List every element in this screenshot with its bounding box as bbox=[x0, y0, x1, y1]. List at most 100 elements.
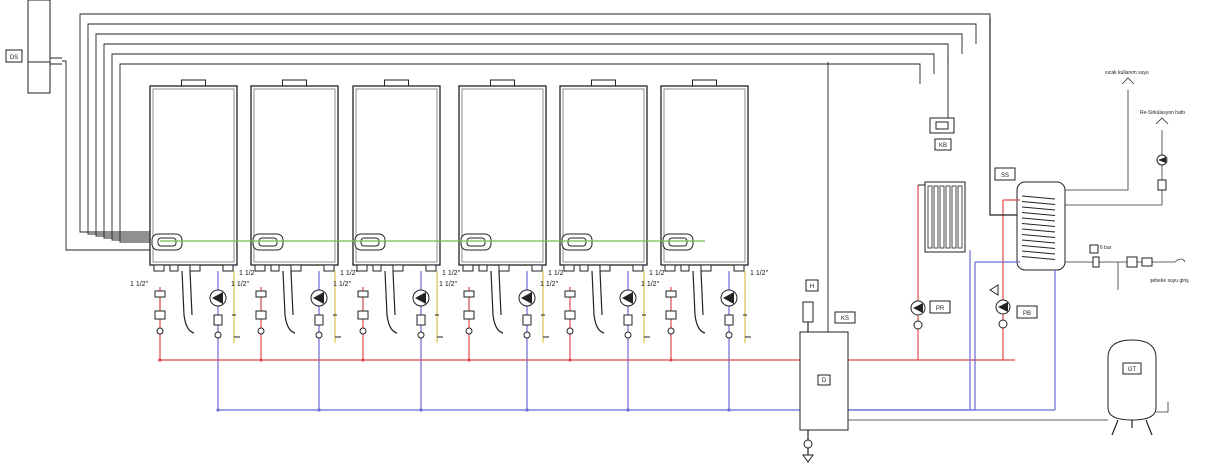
boiler-return-valve bbox=[522, 314, 532, 326]
storage-sensor: SS bbox=[989, 18, 1017, 216]
boiler-pump-symbol bbox=[521, 292, 532, 304]
boiler-return-valve bbox=[416, 314, 426, 326]
boiler-foot bbox=[664, 264, 676, 272]
boiler-flow-valve bbox=[463, 310, 475, 320]
boiler: 1 1/2" 1 1/2" bbox=[540, 79, 668, 412]
boiler-display bbox=[668, 237, 688, 247]
boiler-flow-gauge bbox=[566, 327, 574, 335]
heating-pump-label: PR bbox=[936, 306, 945, 312]
tank-coil-turn bbox=[1021, 201, 1056, 205]
boiler-panel bbox=[562, 88, 645, 263]
pipe-size-label: 1 1/2" bbox=[340, 270, 359, 277]
outdoor-sensor: DS bbox=[5, 0, 62, 94]
boiler: 1 1/2" 1 1/2" bbox=[439, 79, 567, 412]
tank-coil-turn bbox=[1021, 217, 1056, 222]
tank-coil-turn bbox=[1021, 206, 1056, 211]
outdoor-sensor-wire bbox=[62, 60, 158, 251]
boiler-flow-valve bbox=[665, 310, 677, 320]
boiler-pump-symbol bbox=[212, 292, 223, 304]
boiler-flow-gauge bbox=[465, 327, 473, 335]
boiler-condensate-pipe bbox=[189, 270, 193, 316]
tank-coil-turn bbox=[1021, 228, 1056, 233]
boiler-flow-gauge bbox=[257, 327, 265, 335]
hot-water-label: sıcak kullanım suyu bbox=[1105, 70, 1149, 76]
radiator-fin bbox=[933, 185, 939, 249]
boiler-foot bbox=[531, 264, 543, 272]
pipe-size-label: 1 1/2" bbox=[439, 281, 458, 288]
boiler-panel bbox=[152, 88, 235, 263]
dirt-separator-label: D bbox=[822, 378, 827, 384]
boiler-panel bbox=[461, 88, 544, 263]
boiler-foot bbox=[392, 264, 404, 272]
radiator-fin bbox=[945, 185, 951, 249]
boiler-foot bbox=[680, 264, 690, 272]
radiator-fin bbox=[939, 185, 945, 249]
dirt-separator: D H KS bbox=[799, 279, 856, 463]
boiler-display bbox=[258, 237, 278, 247]
control-wires bbox=[62, 13, 991, 332]
boiler-condensate-pipe bbox=[599, 270, 603, 316]
tank-coil-turn bbox=[1021, 250, 1056, 255]
boiler-return-gauge bbox=[315, 331, 323, 339]
boiler-pump-symbol bbox=[415, 292, 426, 304]
tank-coil-turn bbox=[1021, 234, 1056, 238]
pipe-size-label: 1 1/2" bbox=[548, 270, 567, 277]
boiler-return-valve bbox=[213, 314, 223, 326]
boiler-foot bbox=[425, 264, 437, 272]
pipe-size-label: 1 1/2" bbox=[750, 270, 769, 277]
boiler-pump-symbol bbox=[313, 292, 324, 304]
boiler-foot bbox=[478, 264, 488, 272]
boiler-foot bbox=[700, 264, 712, 272]
boiler-foot bbox=[270, 264, 280, 272]
boiler-flue bbox=[384, 79, 409, 87]
boiler-foot bbox=[733, 264, 745, 272]
boiler-flow-valve bbox=[154, 290, 166, 298]
recirculation-label: Re-Sirkülasyon hattı bbox=[1140, 110, 1185, 116]
boiler-flow-gauge bbox=[156, 327, 164, 335]
boiler-condensate-pipe bbox=[290, 270, 294, 316]
boiler-flow-valve bbox=[357, 290, 369, 298]
outdoor-sensor-label: DS bbox=[10, 55, 18, 61]
boiler: 1 1/2"1 1/2" bbox=[231, 79, 359, 412]
boiler-condensate-pipe bbox=[490, 270, 504, 334]
tank-coil-turn bbox=[1021, 223, 1056, 227]
hot-water-tank bbox=[975, 181, 1066, 410]
boiler-foot bbox=[498, 264, 510, 272]
boiler-pump-symbol bbox=[622, 292, 633, 304]
boiler-foot bbox=[579, 264, 589, 272]
boiler-display bbox=[360, 237, 380, 247]
boiler-flue bbox=[591, 79, 616, 87]
pipe-size-label: 1 1/2" bbox=[442, 270, 461, 277]
boiler-foot bbox=[323, 264, 335, 272]
room-controller-label: KB bbox=[939, 143, 947, 149]
boiler-foot bbox=[153, 264, 165, 272]
boiler-foot bbox=[599, 264, 611, 272]
tank-coil-turn bbox=[1021, 245, 1056, 249]
expansion-tank-label: GT bbox=[1128, 367, 1137, 373]
boiler-foot bbox=[254, 264, 266, 272]
boiler-panel bbox=[663, 88, 746, 263]
boiler-condensate-pipe bbox=[384, 270, 398, 334]
boiler-foot bbox=[222, 264, 234, 272]
pipe-size-label: 1 1/2" bbox=[540, 281, 559, 288]
boiler-flow-valve bbox=[357, 310, 369, 320]
radiator-fin bbox=[957, 185, 963, 249]
cold-water-inlet: 6 bar şebeke suyu giriş bbox=[1065, 244, 1189, 290]
room-controller: KB bbox=[929, 117, 955, 151]
boiler-flue bbox=[692, 79, 717, 87]
boiler-return-gauge bbox=[725, 331, 733, 339]
boiler-return-valve bbox=[724, 314, 734, 326]
boiler-condensate-pipe bbox=[498, 270, 502, 316]
boiler-return-gauge bbox=[214, 331, 222, 339]
boiler-foot bbox=[632, 264, 644, 272]
boiler-flow-valve bbox=[255, 310, 267, 320]
boiler-flow-valve bbox=[564, 290, 576, 298]
control-wire bbox=[119, 63, 921, 243]
boiler-panel bbox=[355, 88, 438, 263]
boiler-return-valve bbox=[623, 314, 633, 326]
tank-coil-turn bbox=[1021, 256, 1056, 260]
boiler-return-gauge bbox=[624, 331, 632, 339]
radiator-fin bbox=[951, 185, 957, 249]
storage-pump-label: PB bbox=[1023, 311, 1031, 317]
